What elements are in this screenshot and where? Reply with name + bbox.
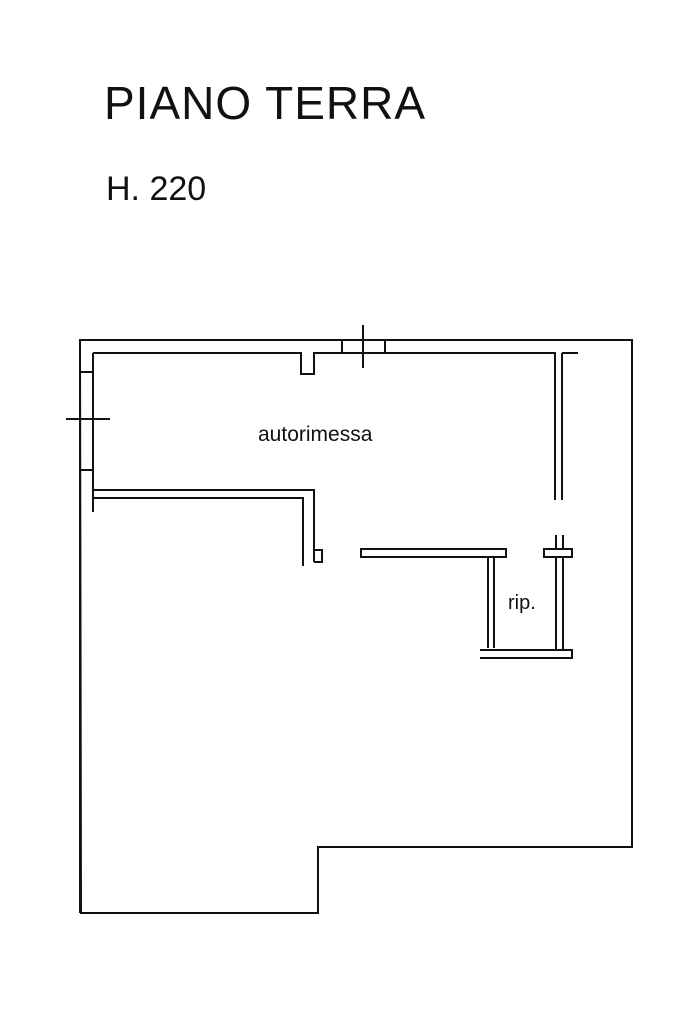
room-label-rip: rip. — [508, 592, 536, 614]
wall-top-left — [93, 352, 342, 375]
wall-top-right — [385, 352, 556, 500]
floor-title: PIANO TERRA — [104, 77, 426, 129]
wall-rip-bottom — [480, 649, 573, 659]
ceiling-height-label: H. 220 — [106, 170, 207, 208]
wall-garage-bottom — [93, 489, 315, 562]
wall-middle — [360, 548, 507, 558]
room-label-autorimessa: autorimessa — [258, 423, 373, 446]
